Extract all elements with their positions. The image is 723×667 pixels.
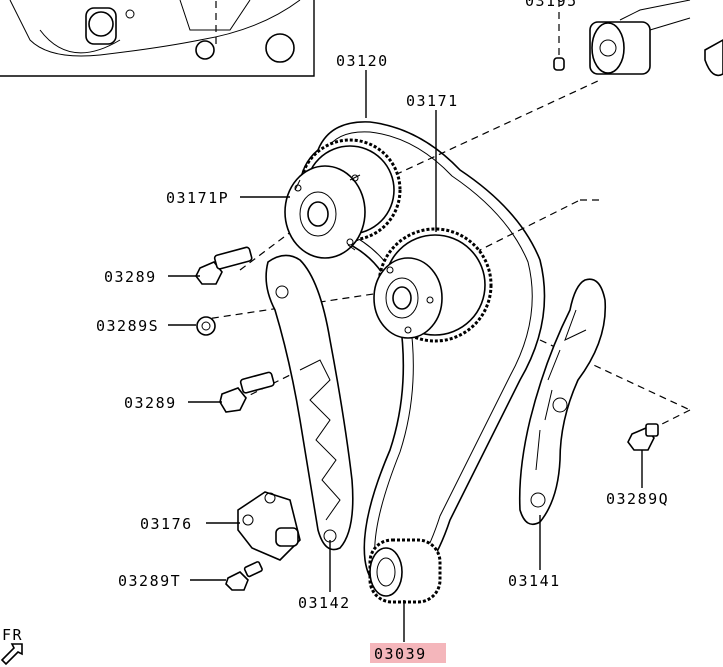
label-03141[interactable]: 03141 <box>508 572 561 590</box>
leader-lines <box>168 70 643 642</box>
bolt-03289Q <box>627 423 659 451</box>
label-03176[interactable]: 03176 <box>140 515 193 533</box>
chain-guide-03141 <box>518 278 607 526</box>
label-03289S[interactable]: 03289S <box>96 317 159 335</box>
label-03289Q[interactable]: 03289Q <box>606 490 669 508</box>
label-03289-upper[interactable]: 03289 <box>104 268 157 286</box>
label-03039[interactable]: 03039 <box>374 645 427 663</box>
camshaft-sprocket-03171 <box>373 227 493 343</box>
bolt-03289-lower <box>219 371 275 413</box>
label-03289-lower[interactable]: 03289 <box>124 394 177 412</box>
camshaft-sprocket-03171P <box>284 138 402 259</box>
label-03142[interactable]: 03142 <box>298 594 351 612</box>
label-03171[interactable]: 03171 <box>406 92 459 110</box>
washer-bolt-03289S <box>196 316 216 336</box>
label-03171P[interactable]: 03171P <box>166 189 229 207</box>
front-direction-indicator: FR <box>0 626 23 666</box>
label-03195-cut: 03195 <box>525 0 578 10</box>
front-arrow-icon <box>0 643 23 666</box>
chain-guide-lever-03142 <box>265 254 354 551</box>
fr-label: FR <box>2 626 23 644</box>
label-03120[interactable]: 03120 <box>336 52 389 70</box>
label-03289T[interactable]: 03289T <box>118 572 181 590</box>
selected-part-highlight <box>370 643 446 663</box>
crankshaft-sprocket-03039 <box>368 538 442 604</box>
bolt-03289-upper <box>195 246 253 285</box>
inset-detail-view <box>0 0 315 77</box>
camshaft-fragment <box>553 0 723 77</box>
chain-tensioner-03176 <box>237 491 301 561</box>
bolt-03289T <box>225 561 263 591</box>
